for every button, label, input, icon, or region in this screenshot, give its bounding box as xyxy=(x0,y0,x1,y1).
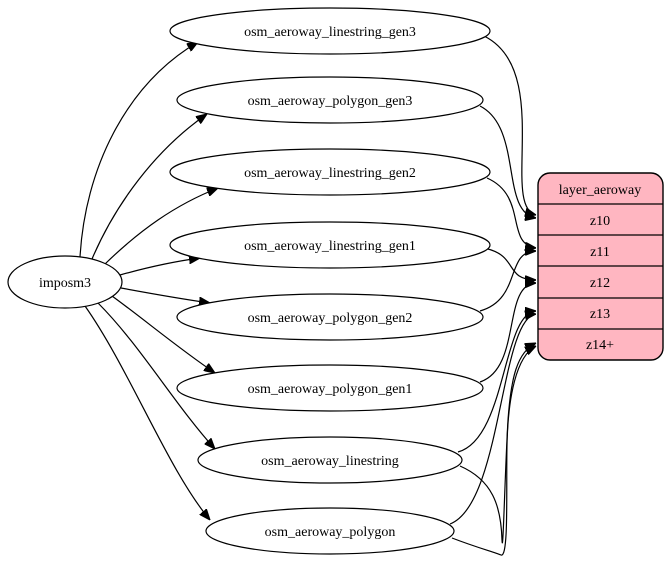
table-label: osm_aeroway_polygon_gen3 xyxy=(248,94,413,109)
edge-osm_aeroway_linestring_gen2-to-z11 xyxy=(486,177,536,248)
edge-osm_aeroway_linestring-to-z14 xyxy=(459,343,536,544)
zoom-row-z11: z11 xyxy=(590,245,610,260)
layer-title: layer_aeroway xyxy=(559,183,641,198)
edges-to-layer xyxy=(449,35,536,556)
imposm3-ellipse xyxy=(7,255,123,309)
table-ellipse xyxy=(176,76,484,124)
node-osm_aeroway_polygon_gen1: osm_aeroway_polygon_gen1 xyxy=(176,364,484,412)
table-label: osm_aeroway_linestring_gen2 xyxy=(244,166,416,181)
edge-osm_aeroway_polygon-to-z14 xyxy=(451,346,536,556)
edge-imposm3-to-osm_aeroway_linestring_gen3 xyxy=(79,42,198,258)
table-label: osm_aeroway_linestring_gen1 xyxy=(244,239,416,254)
edge-osm_aeroway_linestring_gen3-to-z10 xyxy=(483,35,536,215)
node-osm_aeroway_polygon_gen3: osm_aeroway_polygon_gen3 xyxy=(176,76,484,124)
table-label: osm_aeroway_linestring xyxy=(261,454,399,469)
edge-osm_aeroway_polygon_gen3-to-z10 xyxy=(479,105,536,218)
table-ellipse xyxy=(176,364,484,412)
edge-osm_aeroway_polygon_gen1-to-z12 xyxy=(479,283,536,383)
table-ellipse xyxy=(205,507,455,555)
node-osm_aeroway_linestring: osm_aeroway_linestring xyxy=(197,436,463,484)
node-layer_aeroway: layer_aeroway z10 z11 z12 z13 z14+ xyxy=(537,172,664,361)
edges-from-source xyxy=(79,42,218,520)
edge-osm_aeroway_polygon_gen2-to-z11 xyxy=(479,251,536,312)
table-ellipse xyxy=(169,221,491,269)
edge-imposm3-to-osm_aeroway_linestring_gen2 xyxy=(104,188,218,265)
table-ellipse xyxy=(197,436,463,484)
zoom-row-z10: z10 xyxy=(590,214,610,229)
edge-imposm3-to-osm_aeroway_polygon xyxy=(84,305,210,520)
edge-imposm3-to-osm_aeroway_polygon_gen3 xyxy=(91,114,207,260)
node-osm_aeroway_polygon: osm_aeroway_polygon xyxy=(205,507,455,555)
zoom-row-z14: z14+ xyxy=(586,338,614,353)
table-label: osm_aeroway_linestring_gen3 xyxy=(244,25,416,40)
edge-imposm3-to-osm_aeroway_polygon_gen1 xyxy=(111,295,215,373)
edge-imposm3-to-osm_aeroway_polygon_gen2 xyxy=(120,287,210,303)
edge-imposm3-to-osm_aeroway_linestring xyxy=(97,302,215,449)
zoom-row-z12: z12 xyxy=(590,276,610,291)
zoom-row-z13: z13 xyxy=(590,307,610,322)
table-label: osm_aeroway_polygon xyxy=(265,525,396,540)
table-ellipse xyxy=(176,293,484,341)
node-imposm3: imposm3 xyxy=(7,255,123,309)
table-ellipse xyxy=(169,148,491,196)
node-osm_aeroway_linestring_gen1: osm_aeroway_linestring_gen1 xyxy=(169,221,491,269)
edge-osm_aeroway_polygon-to-z13 xyxy=(449,314,536,525)
node-osm_aeroway_linestring_gen3: osm_aeroway_linestring_gen3 xyxy=(169,7,491,55)
node-osm_aeroway_linestring_gen2: osm_aeroway_linestring_gen2 xyxy=(169,148,491,196)
edge-imposm3-to-osm_aeroway_linestring_gen1 xyxy=(119,258,200,276)
table-ellipse xyxy=(169,7,491,55)
table-label: osm_aeroway_polygon_gen2 xyxy=(248,311,413,326)
table-label: osm_aeroway_polygon_gen1 xyxy=(248,382,413,397)
imposm3-label: imposm3 xyxy=(39,276,91,291)
node-osm_aeroway_polygon_gen2: osm_aeroway_polygon_gen2 xyxy=(176,293,484,341)
